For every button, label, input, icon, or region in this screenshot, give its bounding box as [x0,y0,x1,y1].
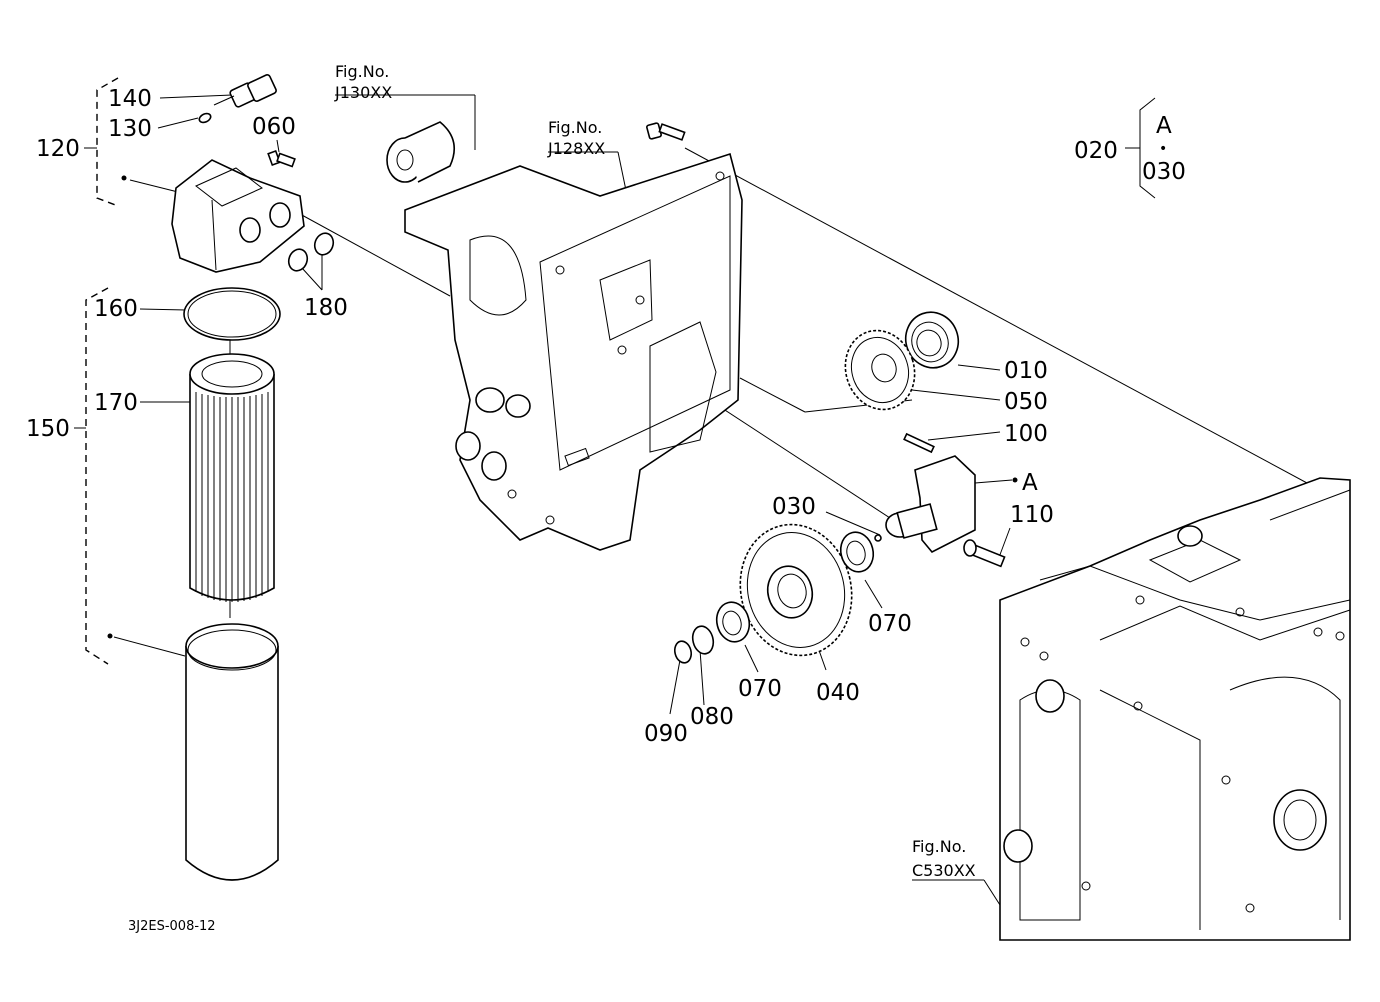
fig-ref-j130: Fig.No. J130XX [334,62,392,102]
callout-160: 160 [94,296,138,322]
pin-100 [903,432,935,454]
group-label-120: 120 [36,136,80,162]
bracket-150 [74,287,113,665]
gear-j130 [386,121,456,183]
bolt-housing-top [646,122,686,141]
callout-080: 080 [690,704,734,730]
callout-180: 180 [304,295,348,321]
ball-030 [874,534,882,542]
callout-090: 090 [644,721,688,747]
callout-070-left: 070 [738,676,782,702]
callout-A-dot [1012,477,1018,483]
callout-A: A [1022,470,1038,496]
filter-bowl [185,623,279,881]
idler-shaft-bracket [885,455,976,554]
bracket-120 [84,77,127,207]
fig-ref-j128: Fig.No. J128XX [547,118,605,158]
idler-gear-040 [739,523,853,657]
set-020-letter: A [1156,113,1172,139]
callout-100: 100 [1004,421,1048,447]
callout-170: 170 [94,390,138,416]
pressure-switch-140 [213,74,277,108]
callout-030: 030 [772,494,816,520]
transmission-case [999,477,1351,941]
callout-010: 010 [1004,358,1048,384]
bolt-110 [963,539,1006,568]
o-rings-180 [287,232,335,272]
set-020: 020 A • 030 [1074,113,1186,185]
fig-ref-c530: Fig.No. C530XX [912,837,976,880]
set-020-dot: • [1159,141,1167,157]
fig-caption-j128: Fig.No. [548,118,602,137]
filter-element-170 [189,353,275,602]
set-020-number: 020 [1074,138,1118,164]
group-label-150: 150 [26,416,70,442]
callout-130: 130 [108,116,152,142]
callout-140: 140 [108,86,152,112]
drawing-code: 3J2ES-008-12 [128,919,216,934]
bracket-020 [1125,97,1156,199]
fig-caption-c530: Fig.No. [912,837,966,856]
o-ring-160 [183,287,281,341]
washer-080 [691,625,715,655]
gear-050 [844,329,916,411]
housing-center [404,152,743,551]
bearing-070-left [715,601,751,643]
fig-number-j130: J130XX [334,83,392,102]
callout-040: 040 [816,680,860,706]
set-020-member: 030 [1142,159,1186,185]
callout-070-right: 070 [868,611,912,637]
callouts: 140 130 060 120 180 160 170 150 010 050 … [26,86,1054,747]
callout-060: 060 [252,114,296,140]
o-ring-130 [198,112,212,124]
fig-number-j128: J128XX [547,139,605,158]
snap-ring-090 [673,640,693,664]
fig-caption-j130: Fig.No. [335,62,389,81]
fig-number-c530: C530XX [912,861,976,880]
bolt-060 [267,149,296,168]
filter-head [171,159,305,273]
callout-050: 050 [1004,389,1048,415]
callout-110: 110 [1010,502,1054,528]
bearing-070-right [839,531,875,573]
